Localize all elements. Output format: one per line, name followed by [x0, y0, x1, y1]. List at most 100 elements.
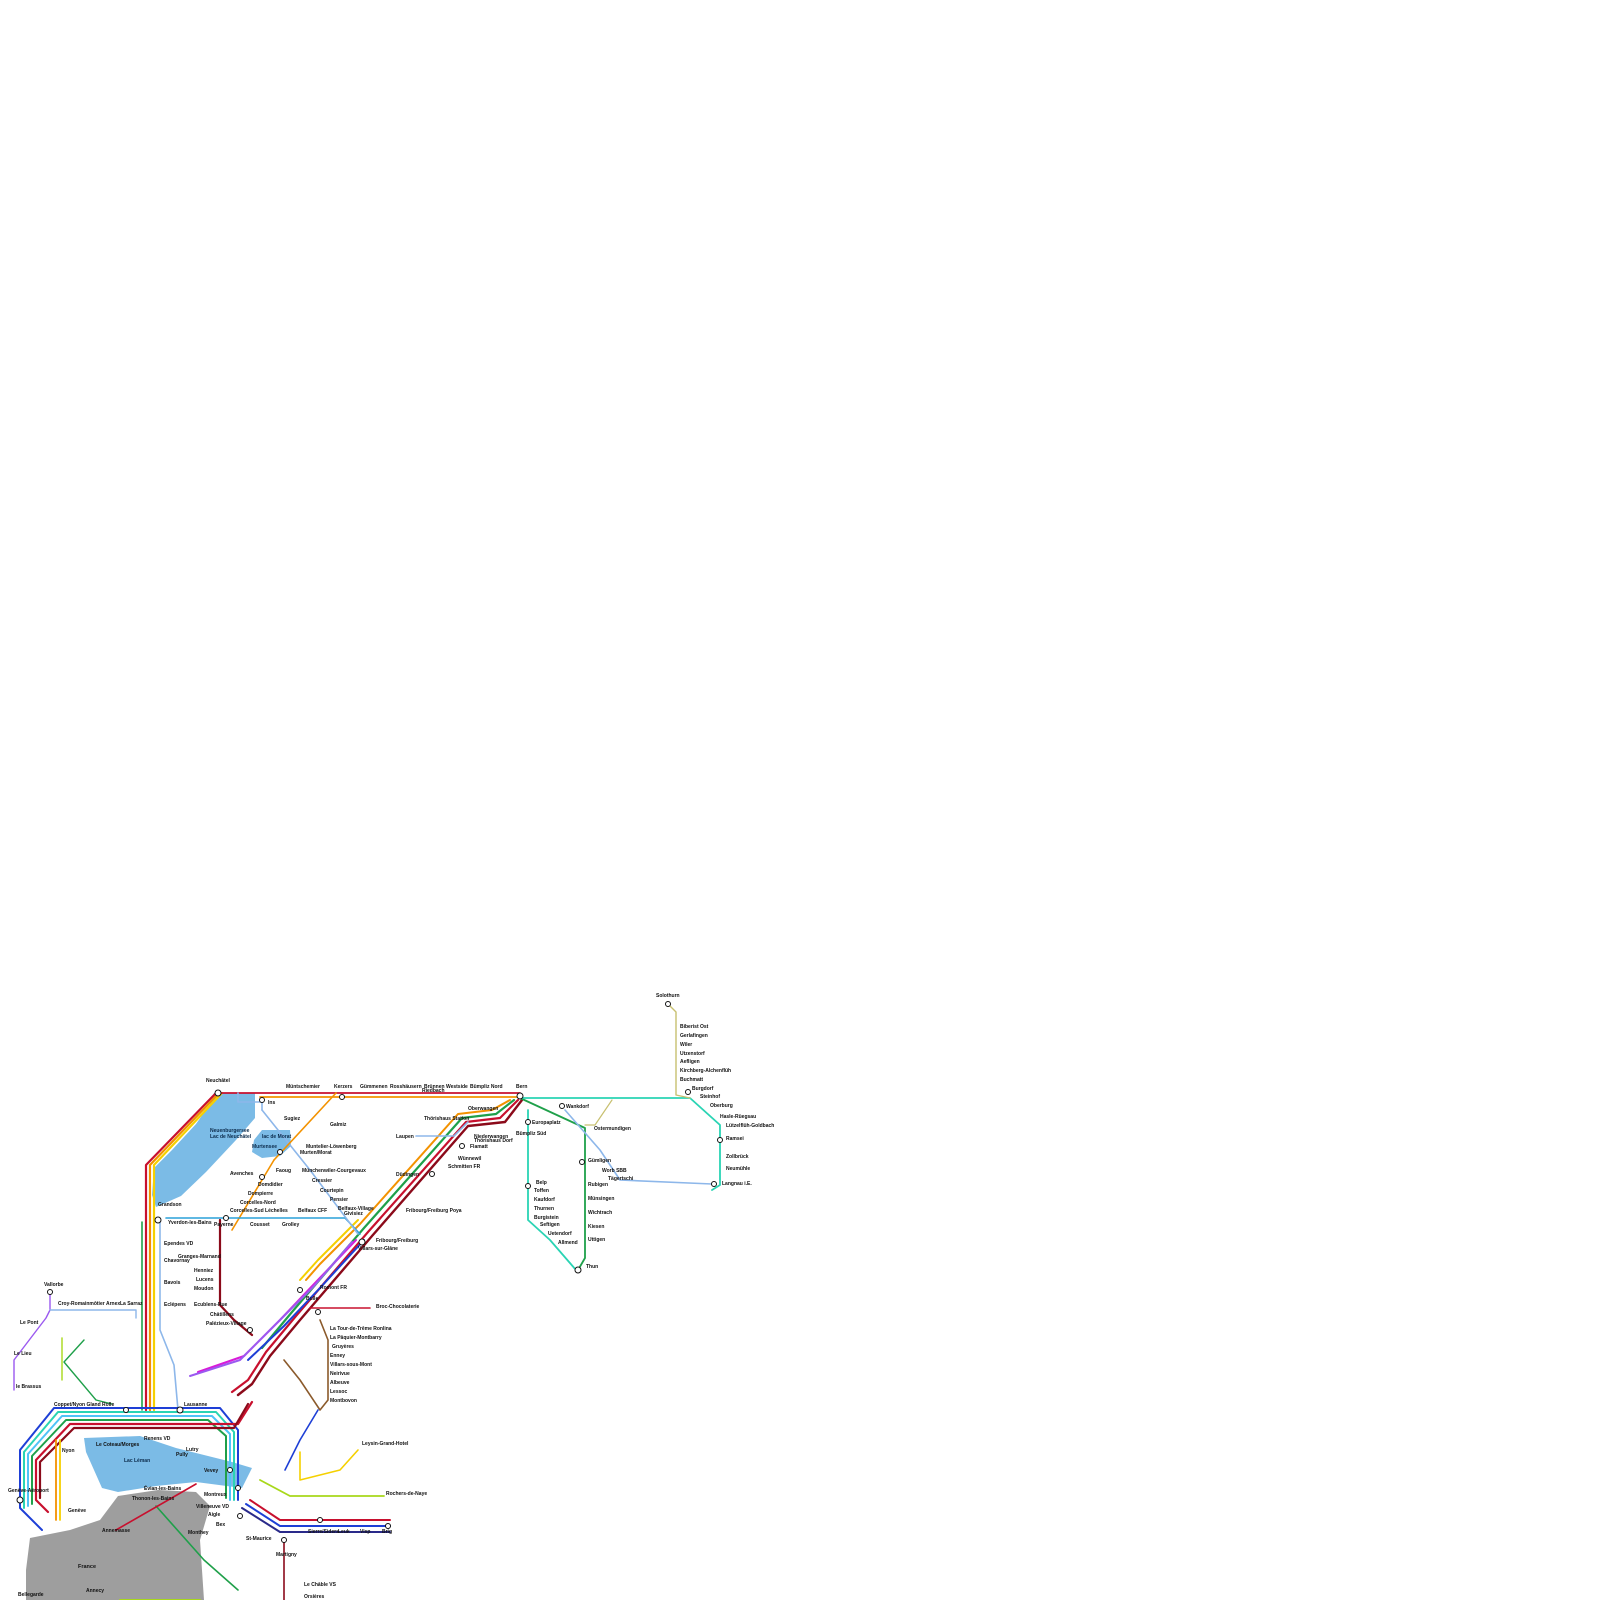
label-solothurn: Solothurn [656, 993, 680, 999]
stop-bern[interactable] [516, 1092, 524, 1100]
stop-burgdorf[interactable] [685, 1089, 691, 1095]
route-red-valais [249, 1499, 391, 1521]
label-granges: Granges-Marnand [178, 1254, 221, 1260]
stop-thun[interactable] [574, 1266, 582, 1274]
label-avenches: Avenches [230, 1171, 254, 1177]
stop-aigle[interactable] [237, 1513, 243, 1519]
label-nyon: Nyon [62, 1448, 75, 1454]
lakes [26, 1093, 291, 1600]
stop-kerzers[interactable] [339, 1094, 345, 1100]
route-lightblue-laupen [415, 1121, 469, 1137]
stop-geneve[interactable] [16, 1496, 24, 1504]
label-kiesen: Kiesen [588, 1224, 604, 1230]
label-dompierre: Dompierre [248, 1191, 273, 1197]
stop-flamatt[interactable] [459, 1143, 465, 1149]
label-gruyeres: Gruyères [332, 1344, 354, 1350]
route-green-diag [260, 1098, 516, 1350]
stop-ins[interactable] [259, 1097, 265, 1103]
label-thun: Thun [586, 1264, 598, 1270]
label-uttigen: Uttigen [588, 1237, 605, 1243]
label-rubigen: Rubigen [588, 1182, 608, 1188]
label-tagertschi: Tägertschi [608, 1176, 634, 1182]
route-brown-gruyere [283, 1319, 329, 1411]
label-muntschemier: Müntschemier [286, 1084, 320, 1090]
label-givisiez: Givisiez [344, 1211, 363, 1217]
stop-murten[interactable] [277, 1149, 283, 1155]
route-green-lake [31, 1419, 227, 1505]
label-flamatt: Flamatt [470, 1144, 488, 1150]
stop-palezieux[interactable] [247, 1327, 253, 1333]
label-broc: Broc-Chocolaterie [376, 1304, 420, 1310]
stop-bulle[interactable] [315, 1309, 321, 1315]
stop-wankdorf[interactable] [559, 1103, 565, 1109]
label-seftigen: Seftigen [540, 1222, 560, 1228]
stop-vallorbe[interactable] [47, 1289, 53, 1295]
stop-dudingen[interactable] [429, 1171, 435, 1177]
label-domdidier: Domdidier [258, 1182, 283, 1188]
label-grolley: Grolley [282, 1222, 299, 1228]
label-leuk: Leuk [338, 1529, 350, 1535]
label-pully: Pully [176, 1452, 188, 1458]
stop-fribourg[interactable] [358, 1238, 366, 1246]
label-langnau: Langnau i.E. [722, 1181, 752, 1187]
stop-belp[interactable] [525, 1183, 531, 1189]
label-annemasse: Annemasse [102, 1528, 130, 1534]
label-kirchberg: Kirchberg-Alchenflüh [680, 1068, 731, 1074]
route-orange-murten [273, 1092, 337, 1161]
label-lutry: Lutry [186, 1447, 199, 1453]
stop-vevey[interactable] [227, 1467, 233, 1473]
label-burgistein: Burgistein [534, 1215, 559, 1221]
region-france [26, 1490, 210, 1600]
stop-europaplatz[interactable] [525, 1119, 531, 1125]
stop-payerne[interactable] [223, 1215, 229, 1221]
label-buchmatt: Buchmatt [680, 1077, 703, 1083]
route-purple-jura [13, 1291, 51, 1391]
label-hasle: Hasle-Rüegsau [720, 1114, 756, 1120]
route-teal-lake [23, 1411, 235, 1509]
label-kaufdorf: Kaufdorf [534, 1197, 555, 1203]
label-pensier: Pensier [330, 1197, 348, 1203]
label-stmaurice: St-Maurice [246, 1536, 272, 1542]
label-brunnen: Brünnen Westside [424, 1084, 468, 1090]
label-thonon: Thonon-les-Bains [132, 1496, 174, 1502]
label-muntelier: Muntelier-Löwenberg [306, 1144, 357, 1150]
route-red-lake [34, 1400, 254, 1514]
label-lausanne: Lausanne [184, 1402, 208, 1408]
stop-neuchatel[interactable] [214, 1089, 222, 1097]
label-romont: Romont FR [320, 1285, 347, 1291]
label-oberwangen: Oberwangen [468, 1106, 498, 1112]
label-bex: Bex [216, 1522, 225, 1528]
stop-langnau[interactable] [711, 1181, 717, 1187]
stop-sion[interactable] [317, 1517, 323, 1523]
stop-solothurn[interactable] [665, 1001, 671, 1007]
stop-romont[interactable] [297, 1287, 303, 1293]
route-red-jura [144, 1091, 218, 1412]
stop-avenches[interactable] [259, 1174, 265, 1180]
label-europaplatz: Europaplatz [532, 1120, 561, 1126]
stop-ramsei[interactable] [717, 1137, 723, 1143]
route-yellow-jura [152, 1091, 224, 1412]
label-eclepens: Eclépens [164, 1302, 186, 1308]
route-yellow-diag [299, 1219, 359, 1281]
label-monthey: Monthey [188, 1530, 209, 1536]
stop-brig[interactable] [385, 1523, 391, 1529]
label-villeneuve: Villeneuve VD [196, 1504, 229, 1510]
stop-martigny[interactable] [281, 1537, 287, 1543]
label-grandson: Grandson [158, 1202, 182, 1208]
stop-renens[interactable] [123, 1407, 129, 1413]
stop-lausanne[interactable] [176, 1406, 184, 1414]
routes [13, 1003, 721, 1600]
label-laupen: Laupen [396, 1134, 414, 1140]
label-ependes: Ependes VD [164, 1241, 194, 1247]
stop-yverdon[interactable] [154, 1216, 162, 1224]
stop-montreux[interactable] [235, 1485, 241, 1491]
label-enney: Enney [330, 1353, 345, 1359]
label-lesbioux: le Brassus [16, 1384, 42, 1390]
route-lightblue-murten [261, 1109, 359, 1235]
label-ostermundigen: Ostermundigen [594, 1126, 631, 1132]
stop-gumligen[interactable] [579, 1159, 585, 1165]
label-brig: Brig [382, 1529, 392, 1535]
label-murten: Murten/Morat [300, 1150, 332, 1156]
